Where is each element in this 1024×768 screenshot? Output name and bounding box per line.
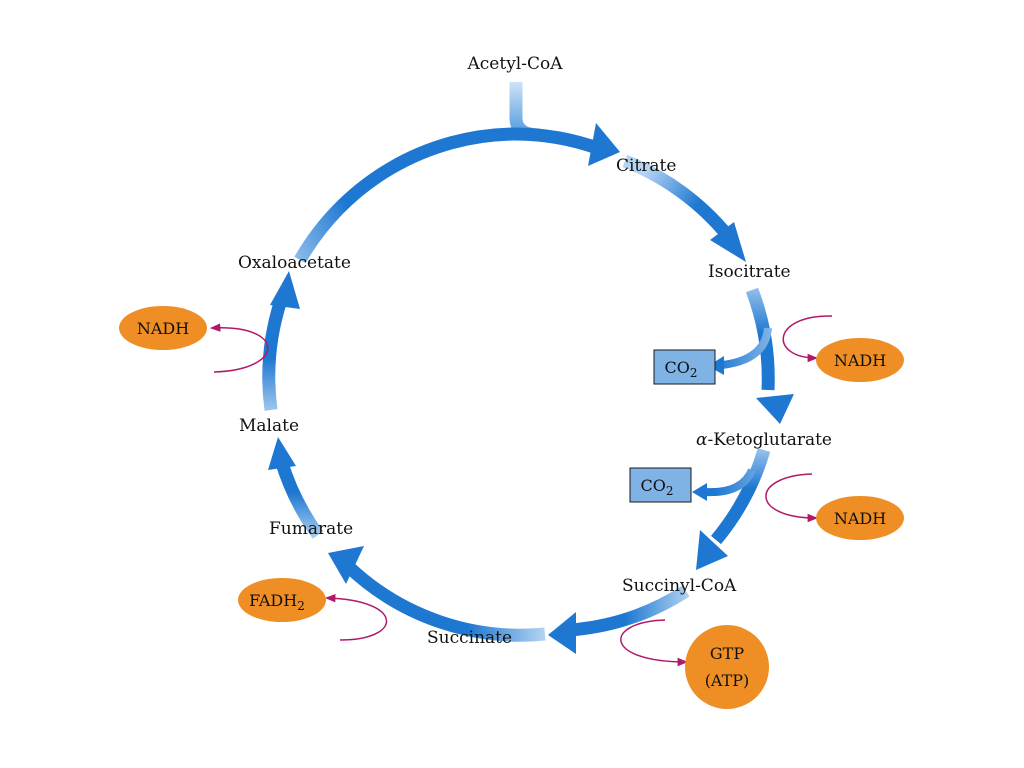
label-fumarate: Fumarate: [269, 519, 353, 539]
cycle-segment-oxaloacetate-acetylcoa: [294, 127, 516, 264]
cycle-segment-malate-oxaloacetate: [262, 297, 288, 411]
ketoglutarate-text: -Ketoglutarate: [707, 430, 832, 450]
side-arrow-nadh-malate: [209, 323, 269, 373]
label-succinyl-coa: Succinyl-CoA: [622, 576, 737, 596]
label-gtp: GTP: [710, 644, 744, 663]
fadh-base: FADH: [249, 591, 297, 610]
cycle-segment-succinylcoa-succinate: [569, 585, 690, 637]
cycle-arrowhead-isocitrate: [710, 222, 746, 262]
label-co2-ketoglutarate: CO2: [641, 476, 674, 498]
cycle-arrowhead-succinylcoa: [696, 530, 728, 570]
co2-box-ketoglutarate: [629, 467, 692, 503]
label-alpha-ketoglutarate: α-Ketoglutarate: [696, 430, 832, 450]
cycle-arrowhead-oxaloacetate: [270, 271, 300, 309]
co2-release-arrow-isocitrate: [721, 327, 772, 369]
co2-base-ketoglutarate: CO: [641, 476, 666, 495]
cycle-segment-citrate-isocitrate: [622, 154, 734, 241]
co2-release-arrow-ketoglutarate: [704, 468, 756, 497]
cycle-arrowhead-malate: [268, 437, 296, 470]
cycle-arrowhead-citrate: [588, 123, 620, 166]
nadh-malate-ellipse: [119, 306, 207, 350]
side-arrow-fadh2: [324, 594, 388, 641]
label-co2-isocitrate: CO2: [665, 358, 698, 380]
cycle-arrowhead-succinate: [548, 612, 576, 654]
label-acetyl-coa: Acetyl-CoA: [467, 54, 564, 74]
co2-release-arrowhead-ketoglutarate: [692, 483, 707, 501]
co2-sub-ketoglutarate: 2: [666, 484, 674, 498]
side-arrow-nadh-isocitrate: [782, 315, 833, 363]
side-arrow-nadh-ketoglutarate: [765, 473, 819, 523]
side-arrow-gtp: [620, 619, 689, 667]
cycle-arrowhead-fumarate: [328, 546, 364, 584]
nadh-isocitrate-ellipse: [816, 338, 904, 382]
label-nadh-ketoglutarate: NADH: [834, 509, 886, 528]
fadh2-ellipse: [238, 578, 326, 622]
label-succinate: Succinate: [427, 628, 512, 648]
co2-sub-isocitrate: 2: [690, 366, 698, 380]
label-malate: Malate: [239, 416, 299, 436]
fadh-subscript: 2: [297, 599, 305, 613]
label-isocitrate: Isocitrate: [708, 262, 791, 282]
gtp-atp-circle: [685, 625, 769, 709]
label-nadh-isocitrate: NADH: [834, 351, 886, 370]
label-fadh2: FADH2: [249, 591, 305, 613]
co2-base-isocitrate: CO: [665, 358, 690, 377]
label-citrate: Citrate: [616, 156, 676, 176]
cycle-segment-succinate-fumarate: [345, 563, 546, 642]
cycle-segment-to-citrate: [514, 127, 603, 156]
co2-release-arrowhead-isocitrate: [708, 356, 724, 375]
cycle-segment-ketoglutarate-succinylcoa: [710, 448, 771, 545]
cycle-arrowhead-ketoglutarate: [756, 394, 794, 424]
co2-box-isocitrate: [653, 349, 716, 385]
acetyl-coa-entry-arrow: [509, 82, 541, 142]
alpha-prefix: α: [696, 430, 708, 450]
nadh-ketoglutarate-ellipse: [816, 496, 904, 540]
label-oxaloacetate: Oxaloacetate: [238, 253, 351, 273]
label-atp: (ATP): [705, 671, 750, 690]
label-nadh-malate: NADH: [137, 319, 189, 338]
